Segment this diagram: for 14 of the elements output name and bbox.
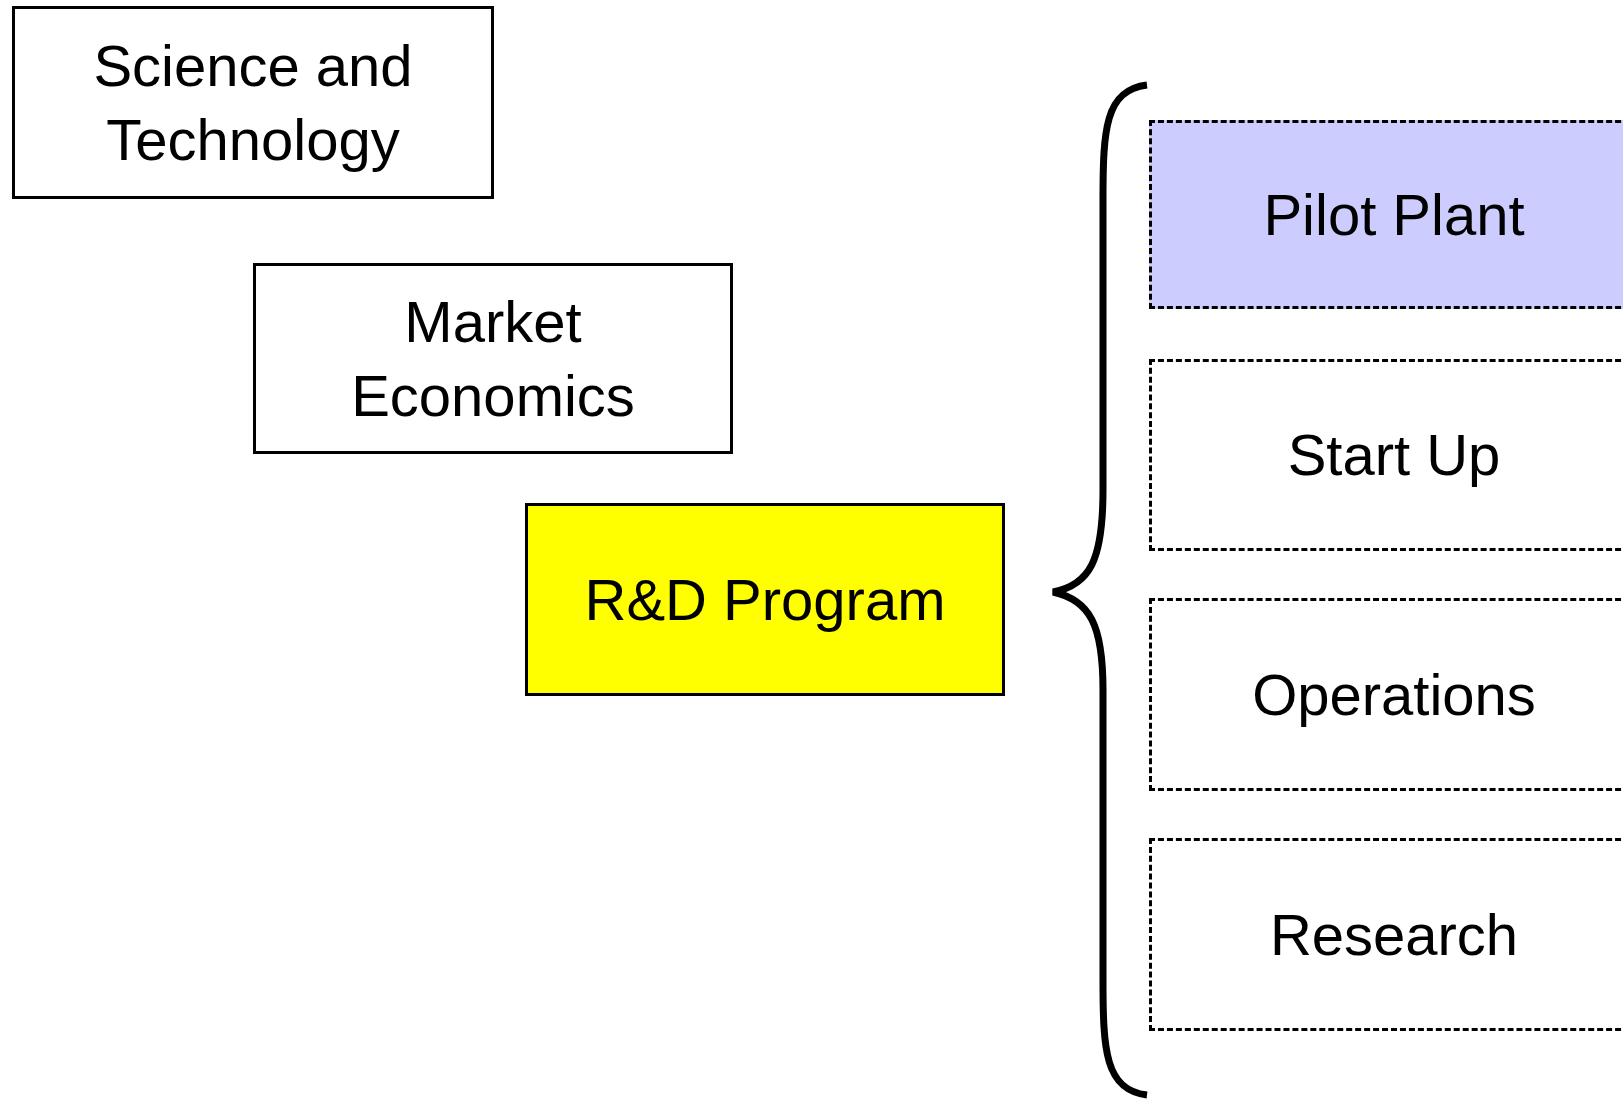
dashed-box	[1149, 838, 1623, 1031]
box-label: Start Up	[1287, 421, 1501, 490]
box-label: Operations	[1252, 660, 1536, 729]
process-box	[253, 263, 733, 454]
box-label: Pilot Plant	[1263, 180, 1525, 249]
box-label: Science and Technology	[92, 31, 414, 174]
dashed-box	[1149, 359, 1623, 551]
process-box	[12, 6, 494, 199]
box-label: Research	[1269, 900, 1519, 969]
box-label: Market Economics	[350, 287, 636, 430]
process-box	[525, 503, 1005, 696]
dashed-box	[1149, 120, 1623, 309]
box-label: R&D Program	[584, 565, 946, 634]
dashed-box	[1149, 598, 1623, 791]
